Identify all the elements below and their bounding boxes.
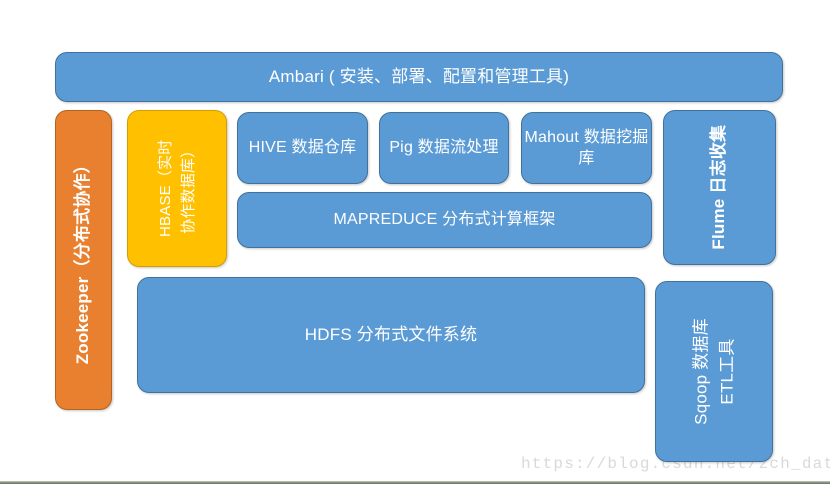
zookeeper-box[interactable]: Zookeeper（分布式协作） (55, 110, 112, 410)
pig-label: Pig 数据流处理 (389, 139, 499, 157)
hbase-box[interactable]: HBASE（实时协作数据库） (127, 110, 227, 267)
ambari-box[interactable]: Ambari ( 安装、部署、配置和管理工具) (55, 52, 783, 102)
mapreduce-box[interactable]: MAPREDUCE 分布式计算框架 (237, 192, 652, 248)
hdfs-box[interactable]: HDFS 分布式文件系统 (137, 277, 645, 393)
mahout-box[interactable]: Mahout 数据挖掘库 (521, 112, 652, 184)
hive-label: HIVE 数据仓库 (248, 139, 357, 157)
flume-box[interactable]: Flume 日志收集 (663, 110, 776, 265)
hive-box[interactable]: HIVE 数据仓库 (237, 112, 368, 184)
sqoop-box[interactable]: Sqoop 数据库ETL工具 (655, 281, 773, 462)
sqoop-label: Sqoop 数据库ETL工具 (691, 318, 737, 425)
pig-box[interactable]: Pig 数据流处理 (379, 112, 509, 184)
hdfs-label: HDFS 分布式文件系统 (304, 324, 478, 344)
hbase-label: HBASE（实时协作数据库） (156, 139, 197, 238)
zookeeper-label: Zookeeper（分布式协作） (73, 155, 93, 365)
bottom-divider (0, 481, 830, 484)
flume-label: Flume 日志收集 (709, 125, 729, 250)
mapreduce-label: MAPREDUCE 分布式计算框架 (333, 211, 556, 229)
mahout-label: Mahout 数据挖掘库 (524, 128, 649, 167)
ambari-label: Ambari ( 安装、部署、配置和管理工具) (268, 66, 570, 86)
